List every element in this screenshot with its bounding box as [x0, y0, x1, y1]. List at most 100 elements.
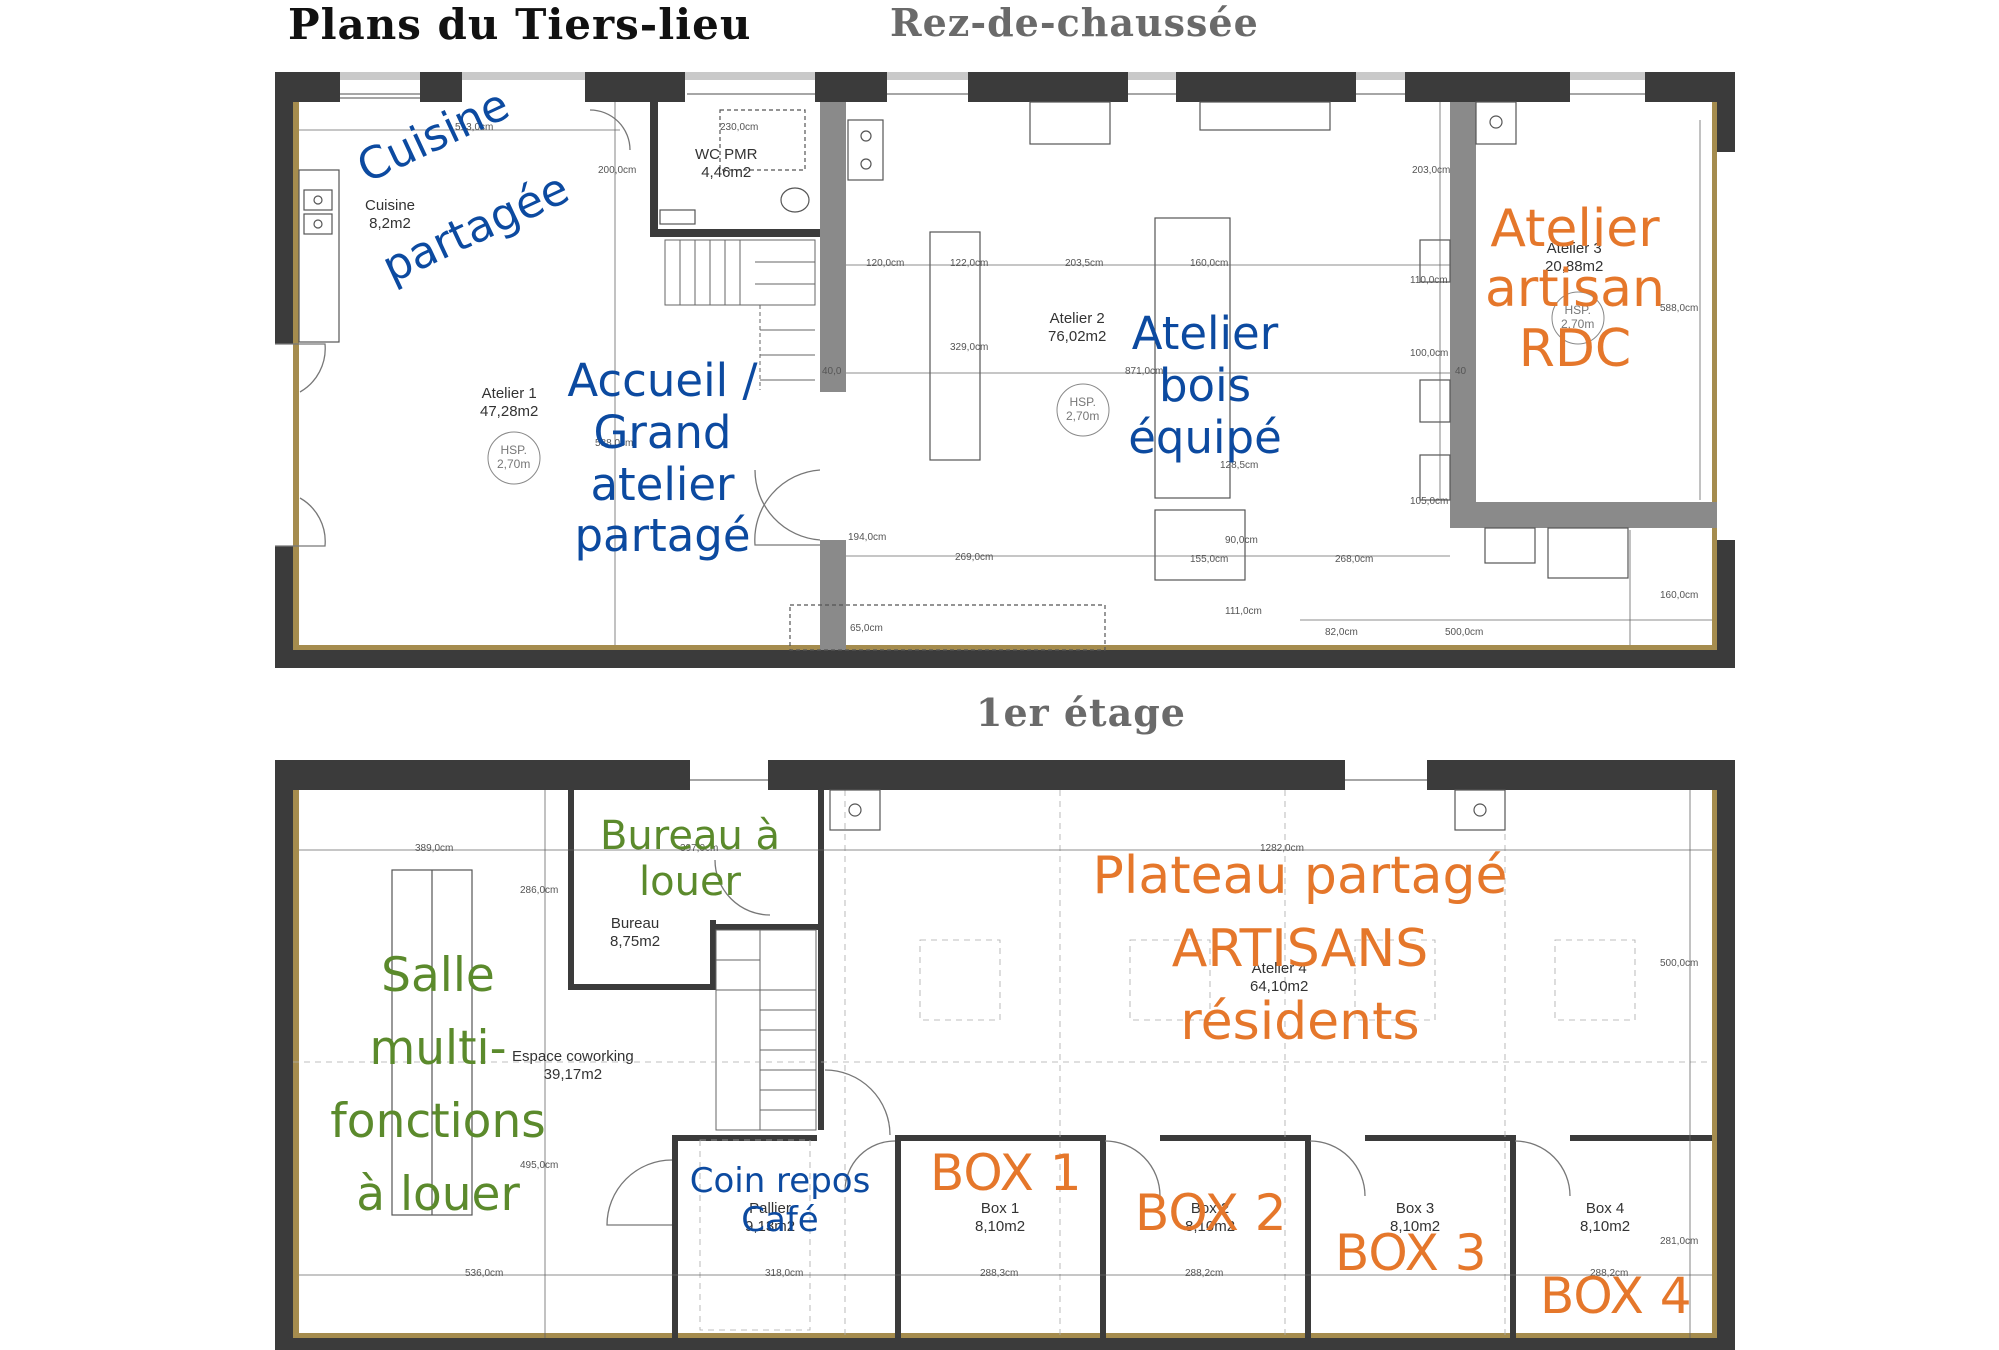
dimension-label: 397,0cm — [680, 843, 719, 854]
room-area: 20,88m2 — [1545, 258, 1604, 275]
label-line: Salle — [381, 948, 495, 1003]
first-doors — [606, 859, 1571, 1226]
box4-room-name: Box 4 8,10m2 — [1580, 1200, 1630, 1236]
label-line: RDC — [1518, 318, 1632, 379]
dimension-label: 281,0cm — [1660, 1236, 1699, 1247]
room-name: Bureau — [610, 915, 660, 932]
label-line: bois — [1158, 358, 1252, 412]
room-name: Espace coworking — [512, 1048, 634, 1065]
dimension-label: 269,0cm — [955, 552, 994, 563]
hsp-circle — [487, 431, 541, 485]
ground-insulation — [293, 645, 1717, 650]
pallier-room-name: Pallier 9,13m2 — [745, 1200, 795, 1236]
dimension-label: 536,0cm — [465, 1268, 504, 1279]
atelier1-room-name: Atelier 1 47,28m2 — [480, 385, 538, 421]
ground-right-wall — [1717, 540, 1735, 668]
dimension-label: 160,0cm — [1660, 590, 1699, 601]
ground-wall-segment — [1405, 72, 1570, 102]
hsp-value: 2,70m — [497, 457, 531, 472]
ground-partition-wall — [1450, 102, 1476, 502]
label-plateau-partage: Plateau partagé ARTISANS résidents — [1065, 840, 1535, 1058]
plan-title: Plans du Tiers-lieu — [288, 0, 752, 49]
wc-room-name: WC PMR 4,46m2 — [695, 146, 758, 182]
ground-floor-plan — [275, 72, 1735, 668]
meeting-table — [391, 869, 473, 1216]
ground-wall-segment — [815, 72, 887, 102]
box3-room-name: Box 3 8,10m2 — [1390, 1200, 1440, 1236]
label-bureau-a-louer: Bureau à louer — [585, 813, 795, 905]
room-area: 47,28m2 — [480, 403, 539, 420]
label-line: équipé — [1128, 410, 1282, 464]
room-name: Box 3 — [1395, 1200, 1435, 1217]
room-name: Atelier 4 — [1251, 960, 1307, 977]
stair-wall — [710, 924, 820, 930]
dimension-label: 110,0cm — [1410, 275, 1448, 286]
dimension-label: 194,0cm — [848, 532, 887, 543]
dimension-label: 128,5cm — [1220, 460, 1259, 471]
dimension-label: 495,0cm — [520, 1160, 559, 1171]
ground-bottom-wall — [275, 650, 1735, 668]
bureau-wall — [568, 984, 713, 990]
label-salle-multi-fonctions: Salle multi- fonctions à louer — [318, 940, 558, 1231]
pallier-wall — [672, 1135, 678, 1338]
room-area: 8,75m2 — [610, 933, 661, 950]
room-area: 8,10m2 — [1390, 1218, 1441, 1235]
dimension-label: 111,0cm — [1225, 606, 1262, 617]
dimension-label: 40,0 — [822, 366, 842, 377]
hsp-text: HSP. — [500, 443, 527, 457]
bureau-wall — [568, 790, 574, 990]
dimension-label: 288,2cm — [1590, 1268, 1629, 1279]
hsp-label: HSP. 2,70m — [497, 443, 530, 472]
label-line: résidents — [1180, 991, 1420, 1052]
dimension-label: 65,0cm — [850, 623, 883, 634]
label-line: Café — [741, 1200, 819, 1241]
dimension-label: 318,0cm — [765, 1268, 804, 1279]
dimension-label: 1282,0cm — [1260, 843, 1304, 854]
room-name: Pallier — [749, 1200, 791, 1217]
first-insulation — [1712, 790, 1717, 1338]
dimension-label: 286,0cm — [520, 885, 559, 896]
ground-partition-wall — [820, 540, 846, 650]
label-line: atelier — [590, 457, 735, 511]
dimension-label: 288,3cm — [980, 1268, 1019, 1279]
first-dimension-lines — [299, 790, 1712, 1338]
label-line: à louer — [356, 1166, 520, 1222]
first-bottom-wall — [275, 1338, 1735, 1350]
room-name: Box 4 — [1585, 1200, 1625, 1217]
dimension-label: 155,0cm — [1190, 554, 1229, 565]
dimension-label: 329,0cm — [950, 342, 989, 353]
dimension-label: 200,0cm — [598, 165, 637, 176]
room-area: 8,2m2 — [369, 215, 411, 232]
dimension-label: 513,0cm — [455, 122, 494, 133]
room-name: Cuisine — [365, 197, 416, 214]
wc-wall — [650, 229, 820, 237]
ground-wall-segment — [585, 72, 685, 102]
label-box-3: BOX 3 — [1335, 1224, 1487, 1282]
dimension-label: 90,0cm — [1225, 535, 1258, 546]
room-area: 39,17m2 — [543, 1066, 603, 1083]
ground-insulation — [293, 102, 299, 668]
box-wall — [1160, 1135, 1310, 1141]
label-line: multi- — [369, 1020, 507, 1076]
ground-partition-wall — [1450, 502, 1717, 528]
hsp-label: HSP. 2,70m — [1066, 395, 1099, 424]
first-grid-lines — [293, 790, 1712, 1338]
label-line: louer — [639, 859, 741, 905]
first-right-wall — [1717, 760, 1735, 1350]
atelier2-room-name: Atelier 2 76,02m2 — [1048, 310, 1106, 346]
room-name: Box 1 — [980, 1200, 1020, 1217]
room-area: 9,13m2 — [745, 1218, 796, 1235]
first-insulation — [293, 790, 299, 1338]
box1-room-name: Box 1 8,10m2 — [975, 1200, 1025, 1236]
bureau-wall — [710, 920, 716, 990]
bureau-room-name: Bureau 8,75m2 — [610, 915, 660, 951]
label-line: artisan — [1485, 258, 1665, 319]
dimension-label: 288,2cm — [1185, 1268, 1224, 1279]
workbenches — [789, 101, 1629, 651]
hsp-circle — [1551, 291, 1605, 345]
label-line: Plateau partagé — [1092, 846, 1508, 906]
box-wall — [895, 1135, 901, 1338]
hsp-label: HSP. 2,70m — [1561, 303, 1594, 332]
dimension-label: 203,0cm — [1412, 165, 1451, 176]
